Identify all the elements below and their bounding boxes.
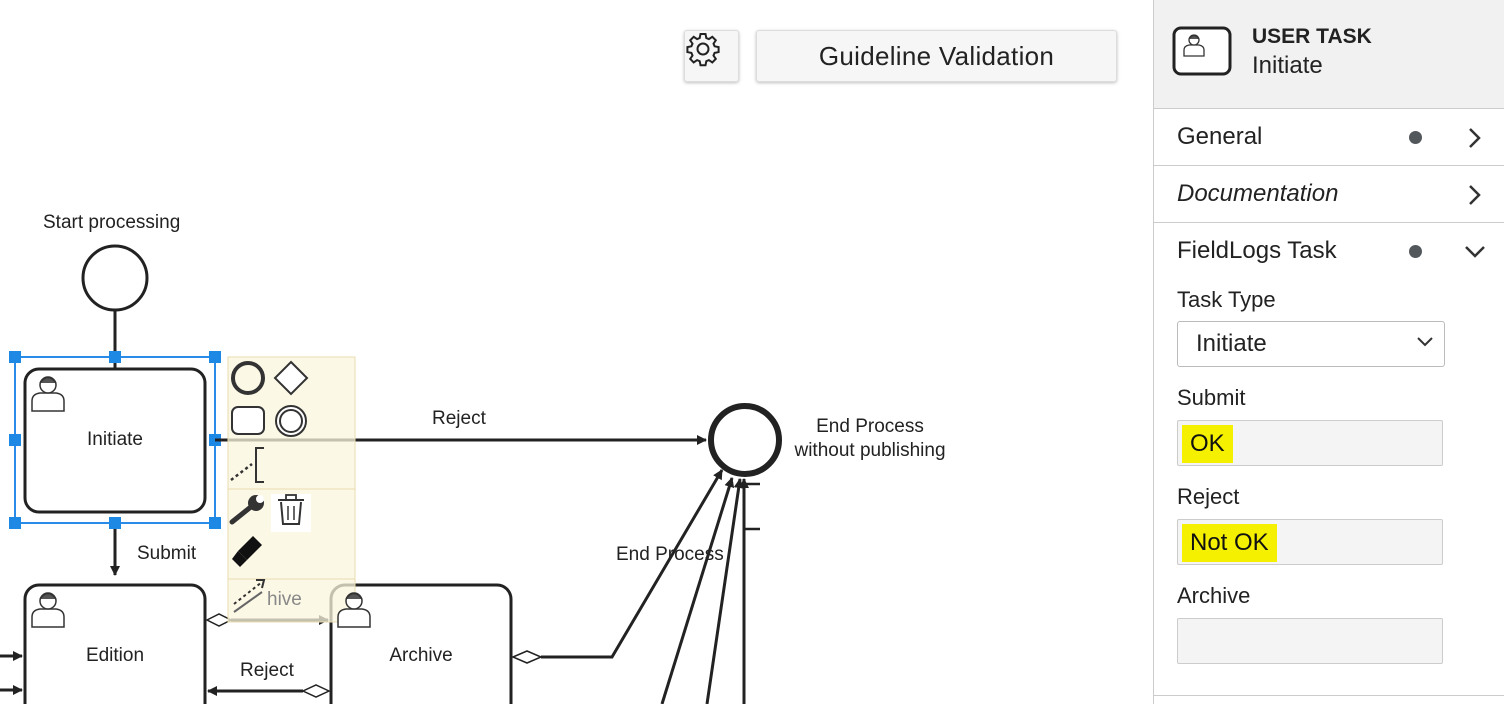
pad-wrench-icon[interactable]	[229, 495, 264, 525]
start-event-label: Start processing	[43, 212, 181, 233]
task-initiate[interactable]	[23, 367, 207, 514]
submit-label: Submit	[1177, 385, 1246, 410]
status-dot-icon	[1409, 245, 1422, 258]
panel-element-type: USER TASK	[1252, 25, 1372, 48]
pad-gateway-icon[interactable]	[273, 360, 309, 396]
chevron-right-icon	[1469, 128, 1481, 148]
task-archive-label: Archive	[389, 645, 453, 666]
flow-archive-partial-label: hive	[267, 589, 302, 610]
submit-input[interactable]: OK	[1177, 420, 1443, 466]
pad-paintbrush-icon[interactable]	[232, 536, 262, 567]
start-event[interactable]	[81, 244, 149, 312]
diagram-svg	[0, 244, 782, 704]
pad-annotation-icon[interactable]	[230, 447, 264, 483]
selection-handles[interactable]	[9, 351, 221, 529]
bpmn-canvas[interactable]: Start processing Initiate Edition Archiv…	[0, 0, 1153, 704]
task-edition-label: Edition	[85, 645, 145, 666]
reject-value: Not OK	[1182, 524, 1277, 562]
end-event-label-line2: without publishing	[794, 440, 946, 461]
properties-panel: USER TASK Initiate General Documentation…	[1153, 0, 1504, 704]
flow-reject-top-label: Reject	[432, 408, 486, 429]
pad-end-event-icon[interactable]	[275, 405, 307, 437]
archive-label: Archive	[1177, 583, 1251, 608]
panel-header: USER TASK Initiate	[1154, 0, 1504, 109]
user-icon-initiate	[31, 376, 65, 412]
panel-element-name: Initiate	[1252, 52, 1323, 79]
chevron-down-icon	[1417, 337, 1433, 347]
submit-value: OK	[1182, 425, 1233, 463]
task-initiate-label: Initiate	[87, 429, 143, 450]
chevron-right-icon	[1469, 185, 1481, 205]
panel-divider	[1154, 695, 1504, 696]
pad-trash-icon[interactable]	[271, 494, 311, 532]
group-fieldlogs[interactable]: FieldLogs Task	[1154, 223, 1504, 279]
settings-button[interactable]	[684, 30, 739, 82]
guideline-validation-button[interactable]: Guideline Validation	[756, 30, 1117, 82]
group-general[interactable]: General	[1154, 109, 1504, 166]
pad-start-event-icon[interactable]	[231, 361, 265, 395]
user-task-icon	[1172, 26, 1232, 76]
group-documentation[interactable]: Documentation	[1154, 166, 1504, 223]
end-event-label-line1: End Process	[816, 416, 924, 437]
flow-submit-label: Submit	[137, 543, 197, 564]
chevron-down-icon	[1465, 246, 1485, 258]
status-dot-icon	[1409, 131, 1422, 144]
task-edition[interactable]	[23, 583, 207, 704]
task-type-label: Task Type	[1177, 287, 1276, 312]
reject-input[interactable]: Not OK	[1177, 519, 1443, 565]
reject-label: Reject	[1177, 484, 1240, 509]
task-archive[interactable]	[329, 583, 513, 704]
task-type-value: Initiate	[1196, 330, 1267, 357]
pad-connect-arrow-icon[interactable]	[233, 579, 266, 613]
flow-end-process-label: End Process	[616, 544, 724, 565]
flow-reject-bottom-label: Reject	[240, 660, 294, 681]
gear-icon	[686, 33, 720, 67]
user-icon-archive	[337, 592, 371, 628]
archive-input[interactable]	[1177, 618, 1443, 664]
end-event[interactable]	[708, 403, 782, 477]
group-general-title: General	[1177, 123, 1263, 150]
group-documentation-title: Documentation	[1177, 180, 1339, 207]
pad-task-icon[interactable]	[231, 406, 265, 435]
user-icon-edition	[31, 592, 65, 628]
end-event-label: End Process without publishing	[794, 415, 945, 463]
task-type-select[interactable]: Initiate	[1177, 321, 1445, 367]
group-fieldlogs-title: FieldLogs Task	[1177, 237, 1337, 264]
